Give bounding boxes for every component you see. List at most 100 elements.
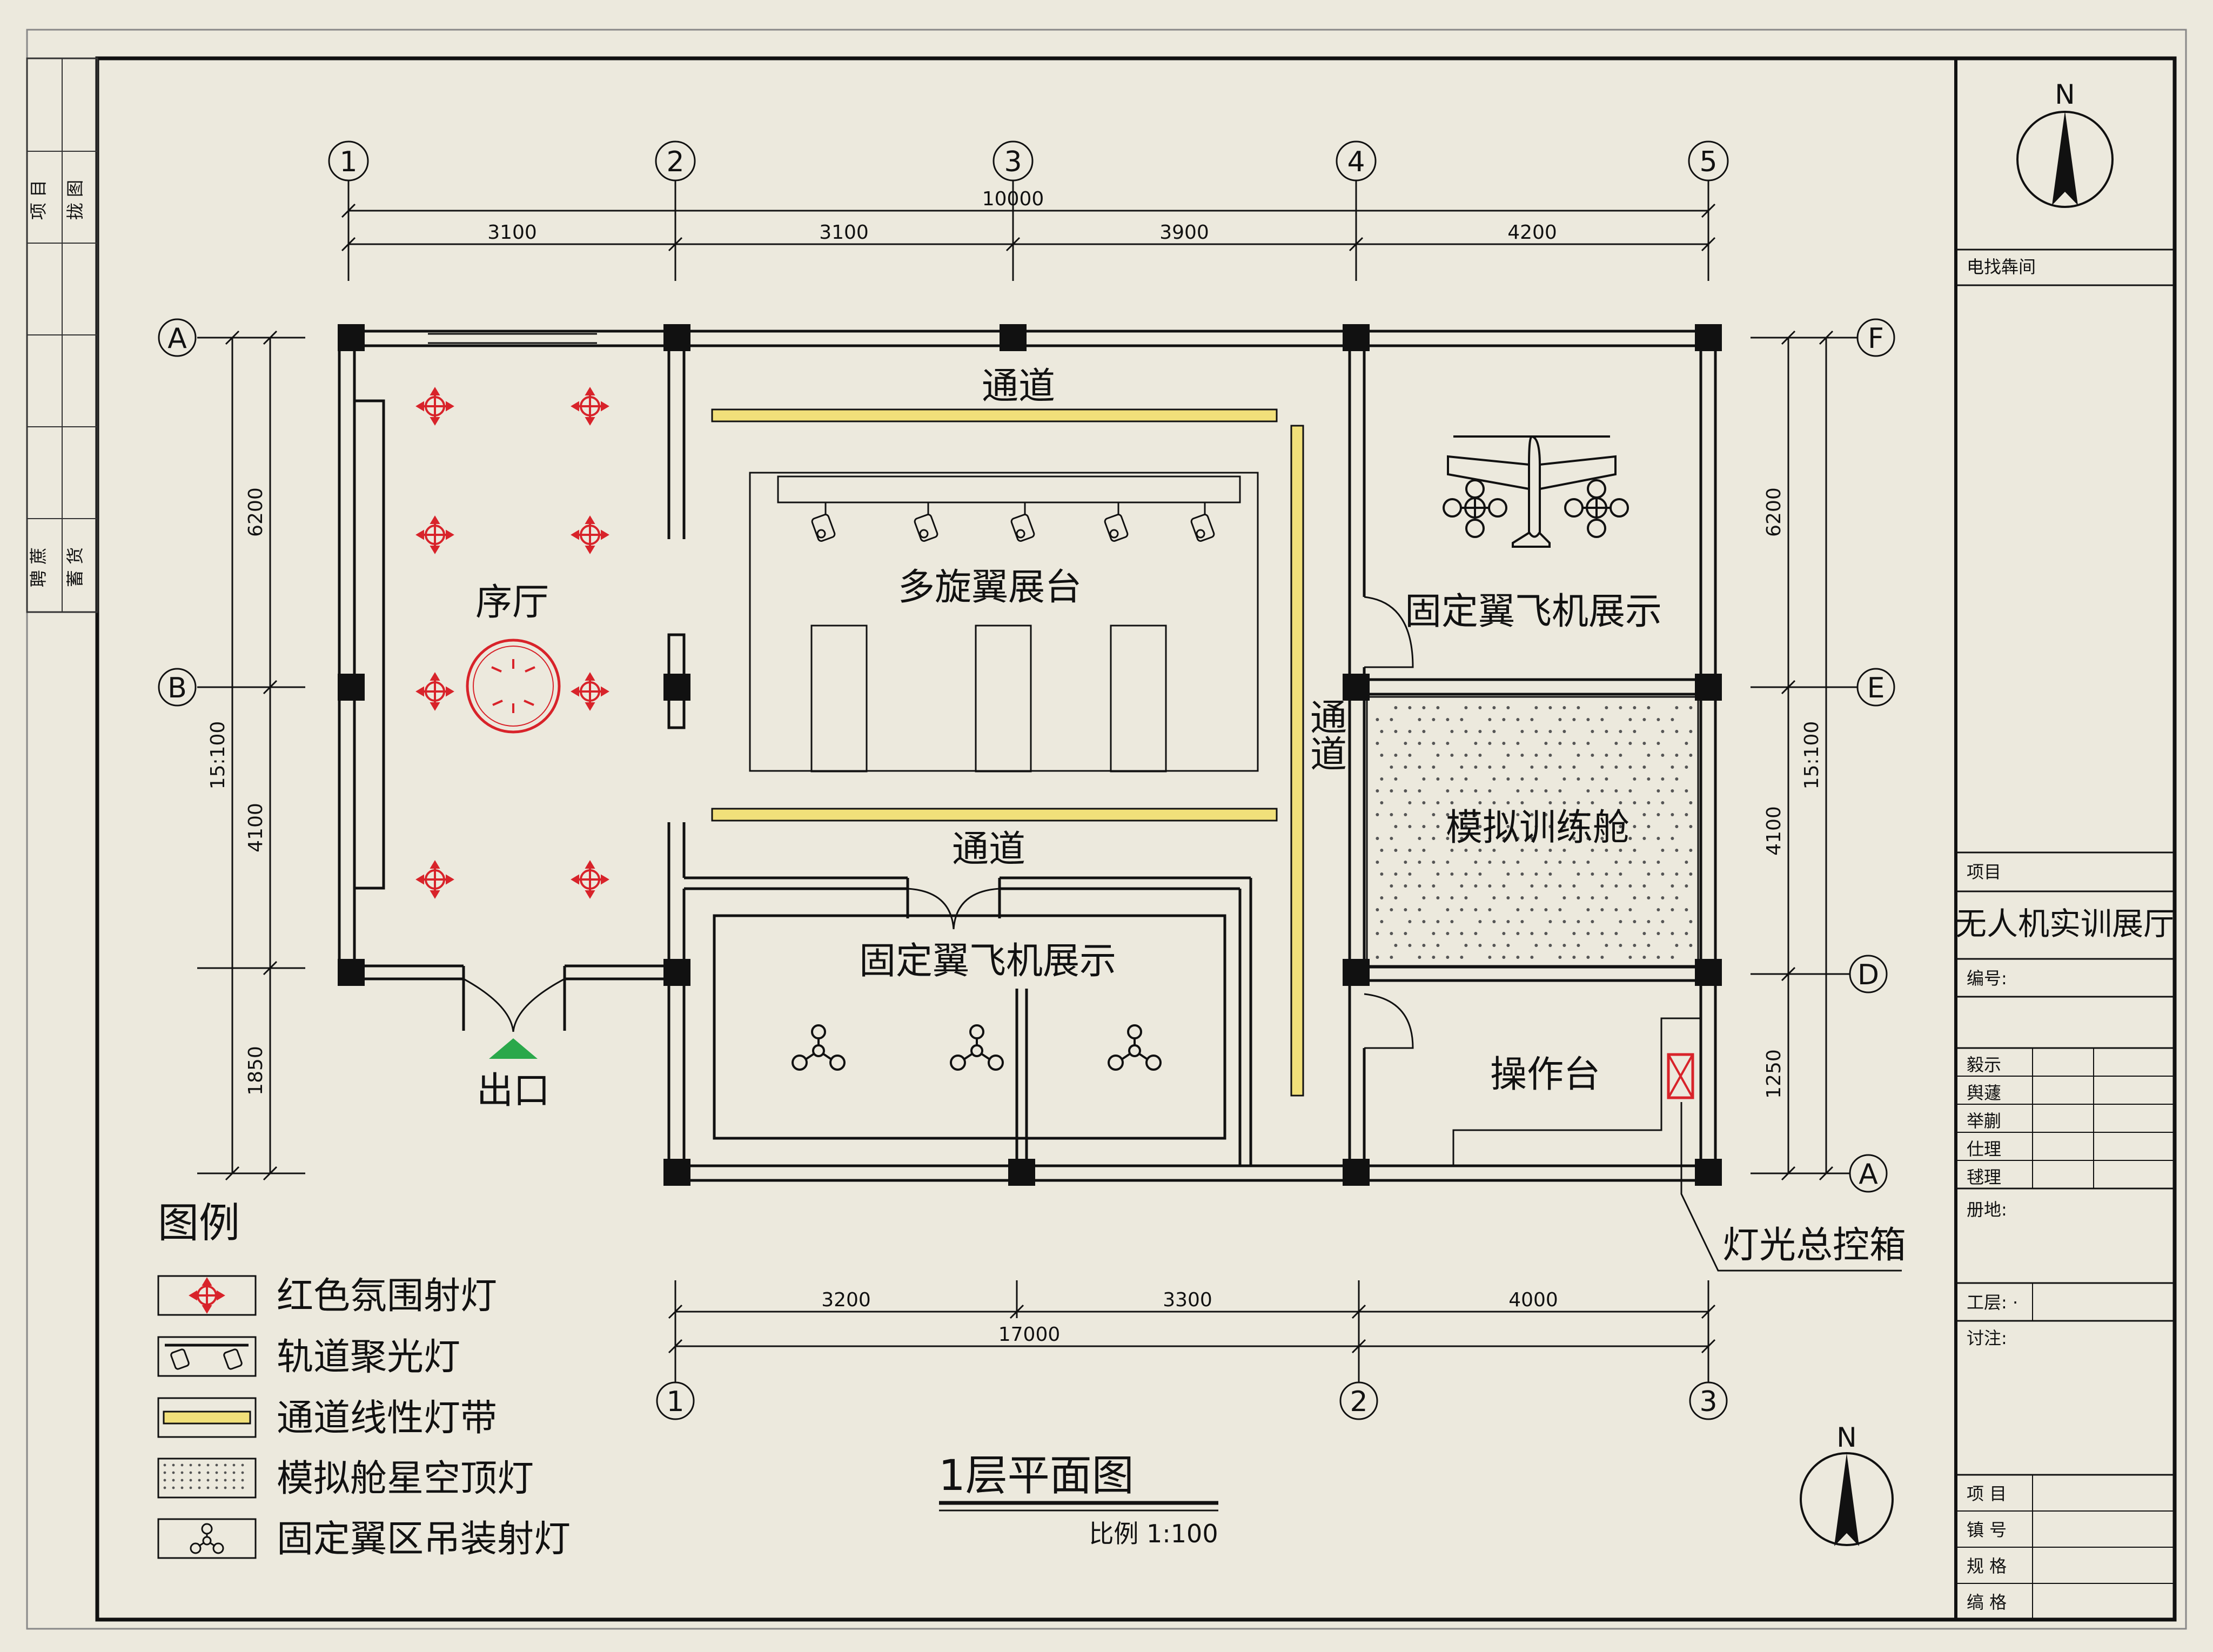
light-control-box <box>1667 1053 1902 1272</box>
axis-bubble-top-4: 4 <box>1336 140 1377 182</box>
svg-text:1: 1 <box>666 1386 684 1418</box>
top-dimension-4: 4200 <box>1507 221 1557 244</box>
axis-bubble-left-B: B <box>158 668 197 707</box>
track-spotlight-icon <box>165 1344 249 1370</box>
exit-label: 出口 <box>477 1070 550 1112</box>
top-dimension-1: 3100 <box>487 221 537 244</box>
axis-bubble-right-A: A <box>1849 1154 1888 1193</box>
svg-text:2: 2 <box>1350 1386 1367 1418</box>
tb-bottom-3: 规 格 <box>1967 1556 2007 1576</box>
starry-ceiling-icon <box>163 1463 244 1489</box>
top-dim-ticks <box>341 203 1716 252</box>
axis-bubble-right-D: D <box>1849 955 1888 993</box>
top-dimension-2: 3100 <box>819 221 869 244</box>
room-label-console: 操作台 <box>1490 1053 1600 1096</box>
right-dimension-3: 1250 <box>1763 1049 1785 1099</box>
tb-row-5: 毬理 <box>1967 1167 2001 1187</box>
axis-bubble-bottom-3: 3 <box>1689 1381 1728 1420</box>
top-dimension-3: 3900 <box>1159 221 1209 244</box>
left-dimension-2: 4100 <box>245 803 267 852</box>
room-label-corridor-mid: 通道 <box>952 828 1025 871</box>
north-arrow-bottom: N <box>1800 1422 1894 1546</box>
left-dimension-total: 15:100 <box>207 721 229 790</box>
svg-text:4: 4 <box>1347 146 1365 178</box>
axis-bubble-bottom-1: 1 <box>656 1381 695 1420</box>
simulator-starry-ceiling <box>1366 696 1699 967</box>
red-spotlight-icon <box>571 860 609 899</box>
legend-swatch-1 <box>157 1275 257 1316</box>
svg-text:D: D <box>1857 959 1879 991</box>
left-dimension-1: 6200 <box>245 487 267 537</box>
room-label-simulator: 模拟训练舱 <box>1446 807 1629 849</box>
north-label-top: N <box>2055 79 2075 110</box>
notes-label: 讨注: <box>1967 1328 2007 1348</box>
room-label-multirotor: 多旋翼展台 <box>898 566 1082 609</box>
room-label-fixed-wing-bottom: 固定翼飞机展示 <box>859 940 1116 983</box>
bottom-dimension-2: 3300 <box>1163 1289 1212 1311</box>
red-spotlight-icon <box>415 860 454 899</box>
outer-sheet-border <box>26 29 2187 1630</box>
bottom-total-dimension: 17000 <box>998 1324 1061 1346</box>
layer-label: 工层: · <box>1967 1292 2018 1313</box>
red-spotlight-icon <box>415 387 454 426</box>
legend-title: 图例 <box>158 1199 240 1247</box>
tb-row-1: 毅示 <box>1967 1055 2001 1075</box>
top-total-dimension: 10000 <box>982 188 1044 210</box>
linear-strip-mid <box>711 808 1278 822</box>
axis-bubble-top-5: 5 <box>1688 140 1729 182</box>
north-arrow-top: N <box>2016 79 2114 208</box>
columns <box>338 324 1722 1186</box>
right-dimension-1: 6200 <box>1763 487 1785 537</box>
right-dim-lines <box>1751 330 1859 1181</box>
room-label-corridor-top: 通道 <box>982 365 1055 408</box>
binding-cell-2: 拢 图 <box>65 180 85 220</box>
multirotor-platform <box>749 472 1259 773</box>
track-spotlight-icon <box>1190 502 1215 542</box>
tb-bottom-1: 项 目 <box>1967 1483 2007 1504</box>
axis-bubble-bottom-2: 2 <box>1339 1381 1378 1420</box>
right-dimension-2: 4100 <box>1763 806 1785 856</box>
red-spotlight-icon <box>571 387 609 426</box>
linear-strip-vertical <box>1290 425 1304 1097</box>
axis-bubble-left-A: A <box>158 318 197 357</box>
svg-text:F: F <box>1868 323 1884 355</box>
binding-cell-3: 聘 蔗 <box>28 547 49 587</box>
red-spotlight-icon <box>415 515 454 554</box>
linear-strip-icon <box>163 1411 251 1425</box>
lobby-center-ring <box>466 639 561 734</box>
axis-bubble-top-2: 2 <box>655 140 696 182</box>
room-label-fixed-wing-top: 固定翼飞机展示 <box>1405 590 1662 633</box>
svg-text:1: 1 <box>339 146 357 178</box>
binding-cell-4: 蓄 货 <box>65 547 85 587</box>
svg-text:B: B <box>167 672 187 704</box>
pendant-spotlight-icon <box>190 1523 224 1554</box>
door-swings <box>463 596 1414 1049</box>
legend-swatch-5 <box>157 1518 257 1559</box>
drawing-title: 1层平面图 <box>938 1452 1134 1500</box>
tb-row-4: 仕理 <box>1967 1139 2001 1159</box>
legend-label-5: 固定翼区吊装射灯 <box>277 1518 571 1561</box>
legend: 图例 红色氛围射灯 轨道聚光灯 通道线性灯带 模拟舱星空顶灯 <box>157 1199 571 1561</box>
track-spotlight-icon <box>811 502 836 542</box>
site-label: 册地: <box>1967 1199 2007 1220</box>
light-box-callout: 灯光总控箱 <box>1722 1224 1906 1267</box>
title-block: N 电找犇间 项目 无人机实训展厅 编号: 毅示 舆蘧 举蒯 仕理 毬理 册地:… <box>1955 79 2175 1620</box>
linear-strip-top <box>711 408 1278 422</box>
track-spotlight-icon <box>1104 502 1129 542</box>
axis-bubble-top-1: 1 <box>328 140 369 182</box>
bottom-dimension-3: 4000 <box>1508 1289 1558 1311</box>
pendant-spotlights <box>792 1024 1162 1071</box>
right-dimension-total: 15:100 <box>1801 721 1823 790</box>
drawing-scale: 比例 1:100 <box>1089 1519 1218 1548</box>
bottom-dimension-1: 3200 <box>821 1289 871 1311</box>
legend-swatch-4 <box>157 1458 257 1499</box>
pendant-spotlight-icon <box>792 1024 846 1071</box>
legend-label-2: 轨道聚光灯 <box>277 1336 460 1379</box>
tb-row-3: 举蒯 <box>1967 1111 2001 1131</box>
track-spotlight-icon <box>914 502 938 542</box>
top-axis-group <box>347 181 1709 281</box>
svg-text:2: 2 <box>666 146 684 178</box>
project-name: 无人机实训展厅 <box>1955 905 2175 942</box>
tb-bottom-2: 镇 号 <box>1967 1520 2007 1540</box>
svg-text:3: 3 <box>1004 146 1022 178</box>
